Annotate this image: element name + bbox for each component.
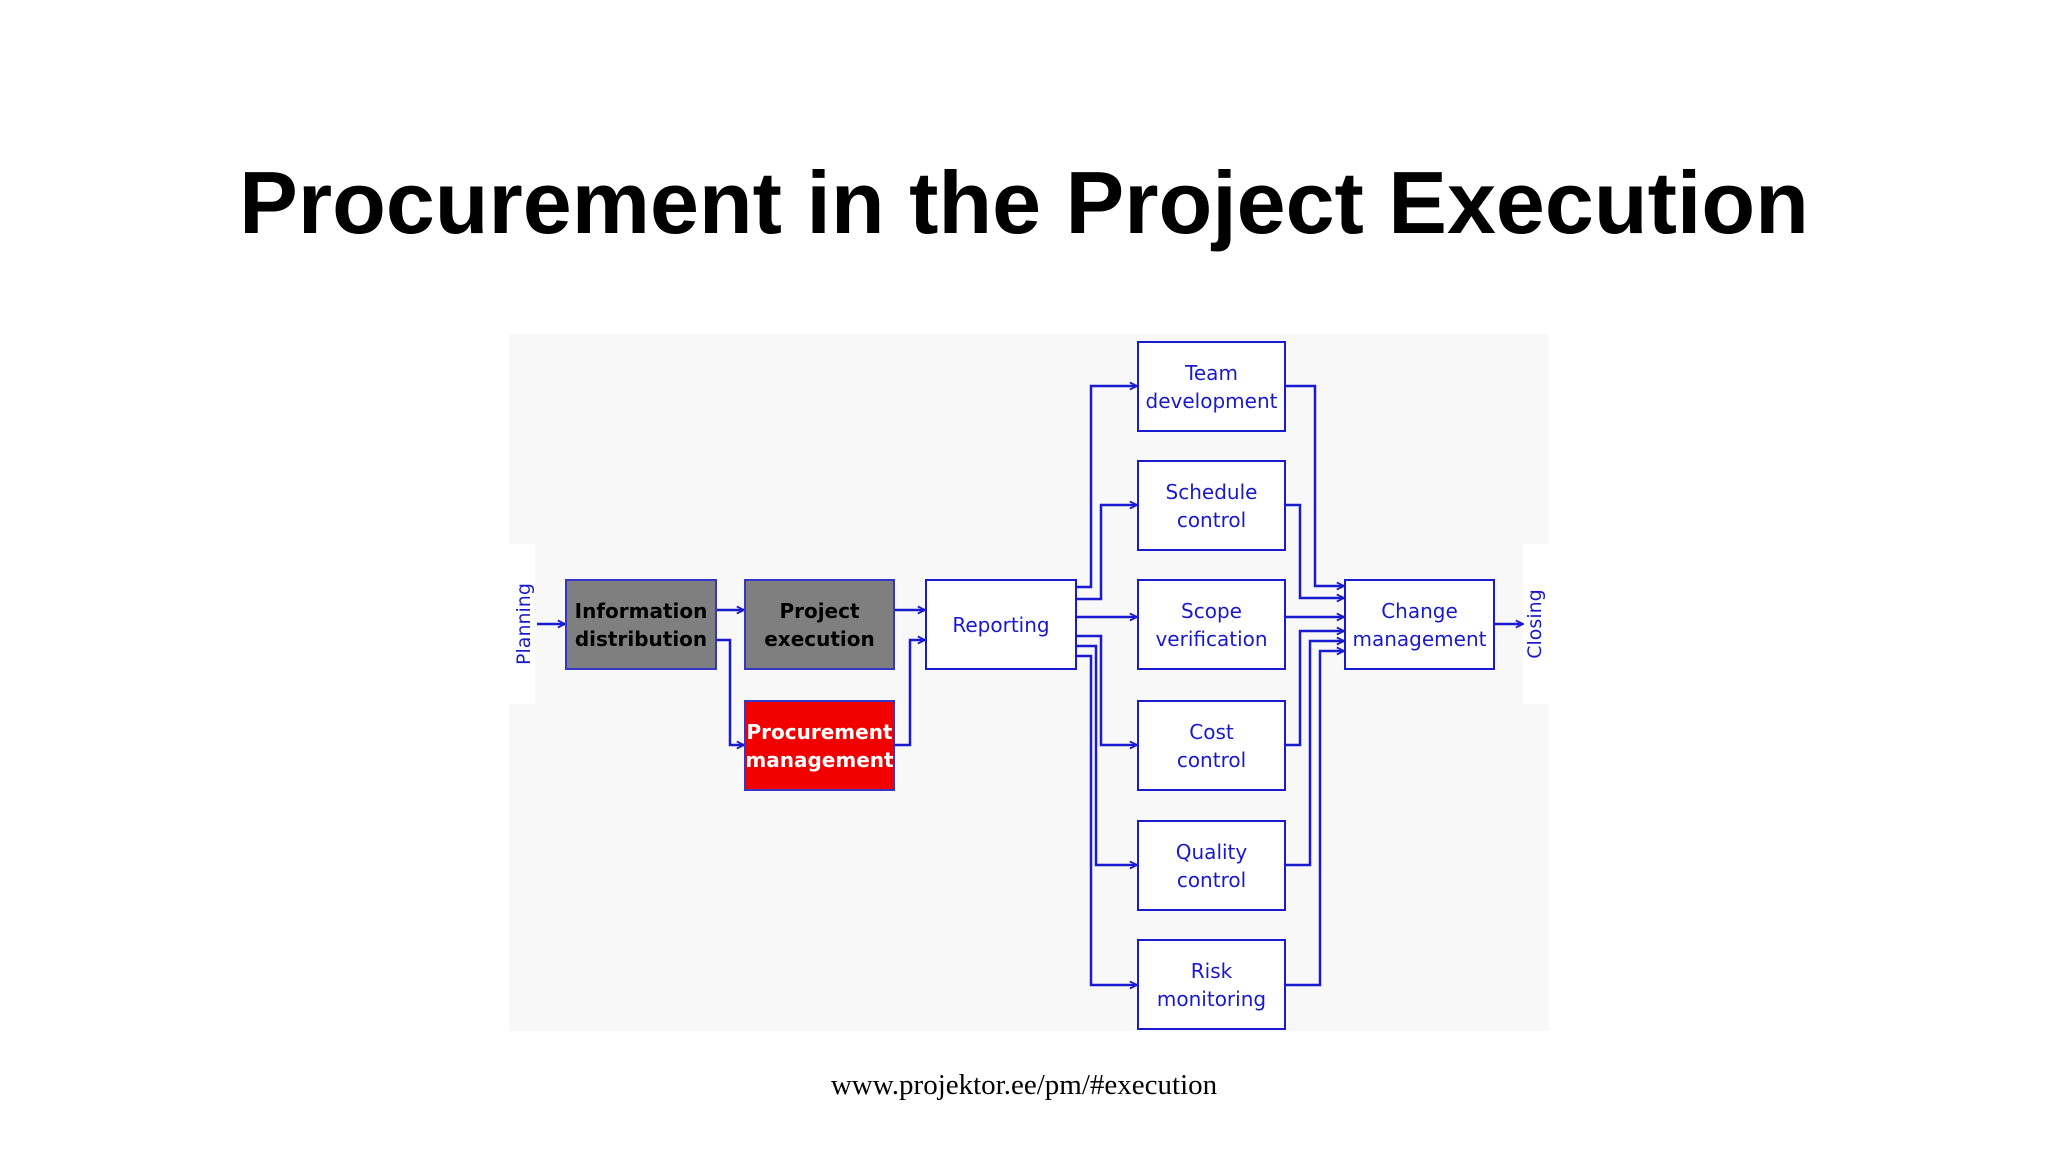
change-management-node: Change management: [1344, 579, 1495, 670]
connector-schedule-to-change: [1286, 503, 1344, 598]
connector-procurement-to-reporting: [895, 640, 925, 747]
schedule-control-node: Schedule control: [1137, 460, 1286, 551]
information-distribution-node: Information distribution: [565, 579, 717, 670]
output-strip: [1523, 544, 1549, 704]
connector-layer: [537, 334, 1549, 1031]
connector-reporting-to-risk: [1077, 654, 1137, 985]
scope-verification-node: Scope verification: [1137, 579, 1286, 670]
project-execution-node: Project execution: [744, 579, 895, 670]
planning-label: Planning: [513, 583, 535, 665]
connector-quality-to-change: [1286, 641, 1344, 867]
team-development-node: Team development: [1137, 341, 1286, 432]
connector-cost-to-change: [1286, 631, 1344, 747]
closing-label: Closing: [1524, 589, 1546, 659]
connector-information-to-procurement: [717, 638, 744, 745]
procurement-management-node: Procurement management: [744, 700, 895, 791]
connector-reporting-to-team: [1077, 386, 1137, 589]
process-flow-diagram: Planning Closing Information distributio…: [509, 334, 1549, 1031]
cost-control-node: Cost control: [1137, 700, 1286, 791]
connector-risk-to-change: [1286, 651, 1344, 987]
reporting-node: Reporting: [925, 579, 1077, 670]
connector-team-to-change: [1286, 384, 1344, 586]
quality-control-node: Quality control: [1137, 820, 1286, 911]
slide-title: Procurement in the Project Execution: [239, 153, 1809, 252]
connector-reporting-to-quality: [1077, 644, 1137, 865]
risk-monitoring-node: Risk monitoring: [1137, 939, 1286, 1030]
input-strip: [509, 544, 535, 704]
connector-reporting-to-schedule: [1077, 505, 1137, 601]
connector-reporting-to-cost: [1077, 634, 1137, 745]
source-url: www.projektor.ee/pm/#execution: [830, 1069, 1218, 1101]
